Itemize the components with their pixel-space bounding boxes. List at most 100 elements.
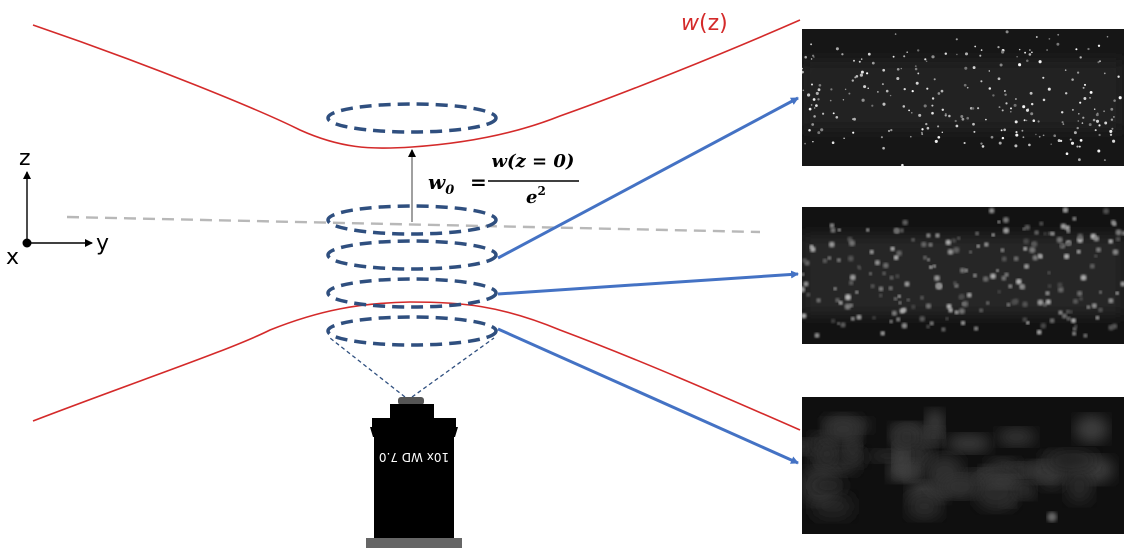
speckle <box>1015 131 1018 134</box>
speckle <box>849 274 856 281</box>
speckle <box>1022 136 1025 139</box>
speckle <box>1079 101 1082 104</box>
speckle <box>1098 290 1103 294</box>
speckle <box>844 88 847 91</box>
speckle <box>1042 98 1046 102</box>
speckle <box>1080 274 1087 281</box>
arrow-to-panel-1 <box>497 96 799 260</box>
speckle <box>871 104 874 107</box>
haze-blob <box>892 425 921 449</box>
speckle <box>979 54 982 57</box>
focal-plane-ring-4 <box>326 277 498 309</box>
speckle <box>1118 96 1122 100</box>
speckle <box>835 47 839 51</box>
speckle <box>810 104 813 106</box>
speckle <box>1088 123 1092 127</box>
focal-plane-ring-3 <box>326 239 498 271</box>
speckle <box>1063 253 1070 260</box>
z-axis-label: z <box>19 146 31 171</box>
speckle <box>848 280 854 286</box>
speckle <box>1030 102 1034 106</box>
speckle <box>1070 141 1075 145</box>
speckle <box>985 301 990 305</box>
speckle <box>889 319 893 324</box>
speckle <box>830 227 836 233</box>
speckle <box>1120 281 1124 287</box>
speckle <box>1003 128 1007 132</box>
speckle <box>931 104 934 107</box>
speckle <box>802 70 804 74</box>
x-axis-dot <box>22 238 32 248</box>
speckle <box>959 267 966 274</box>
speckle <box>1057 286 1064 293</box>
speckle <box>923 104 927 108</box>
speckle <box>984 242 989 247</box>
speckle <box>1015 133 1019 137</box>
speckle <box>1014 120 1018 124</box>
haze-blob <box>982 474 1025 489</box>
speckle <box>844 303 851 310</box>
speckle <box>1076 249 1081 254</box>
speckle <box>880 136 883 139</box>
speckle <box>1001 136 1005 140</box>
speckle <box>1025 119 1028 122</box>
speckle <box>1060 111 1064 114</box>
speckle <box>988 207 995 214</box>
speckle <box>1089 97 1091 99</box>
speckle <box>1083 83 1087 86</box>
speckle <box>1029 246 1036 254</box>
speckle <box>1071 78 1074 81</box>
speckle <box>1103 72 1106 75</box>
speckle <box>892 55 895 58</box>
speckle <box>898 301 902 305</box>
waist-equation: w0 = w(z = 0) e2 <box>428 151 579 208</box>
y-axis-label: y <box>96 231 109 256</box>
speckle <box>1108 298 1114 304</box>
speckle <box>1040 322 1047 329</box>
speckle <box>929 321 934 326</box>
speckle <box>960 320 966 326</box>
speckle <box>1077 120 1080 122</box>
speckle <box>1059 139 1063 143</box>
speckle <box>1024 51 1026 54</box>
speckle <box>867 52 871 56</box>
speckle <box>990 135 994 139</box>
speckle <box>893 255 899 261</box>
speckle <box>1072 298 1079 304</box>
speckle <box>1076 126 1079 130</box>
speckle <box>1061 313 1068 319</box>
speckle <box>1066 316 1071 321</box>
speckle <box>944 112 947 115</box>
speckle <box>961 117 965 121</box>
speckle <box>1112 221 1117 227</box>
speckle <box>1008 284 1013 289</box>
x-axis-label: x <box>6 245 19 270</box>
speckle <box>896 317 901 322</box>
speckle <box>1022 105 1026 109</box>
speckle <box>914 67 918 71</box>
speckle <box>817 88 821 92</box>
speckle <box>908 109 911 112</box>
speckle <box>964 66 968 70</box>
speckle <box>1057 282 1063 288</box>
speckle <box>953 246 960 254</box>
speckle <box>903 87 906 91</box>
speckle <box>1098 124 1101 127</box>
speckle <box>882 271 886 276</box>
speckle <box>855 290 859 295</box>
speckle <box>1089 263 1095 269</box>
speckle <box>1039 221 1044 226</box>
speckle <box>1046 49 1049 51</box>
speckle <box>928 242 933 247</box>
speckle <box>830 88 833 91</box>
speckle <box>815 104 818 107</box>
speckle <box>1023 246 1028 251</box>
speckle <box>855 75 859 78</box>
speckle <box>1079 56 1082 59</box>
speckle <box>911 89 914 93</box>
speckle <box>1076 145 1079 148</box>
speckle <box>1095 119 1100 123</box>
speckle <box>947 248 954 255</box>
speckle <box>1049 318 1055 324</box>
speckle <box>874 259 881 266</box>
